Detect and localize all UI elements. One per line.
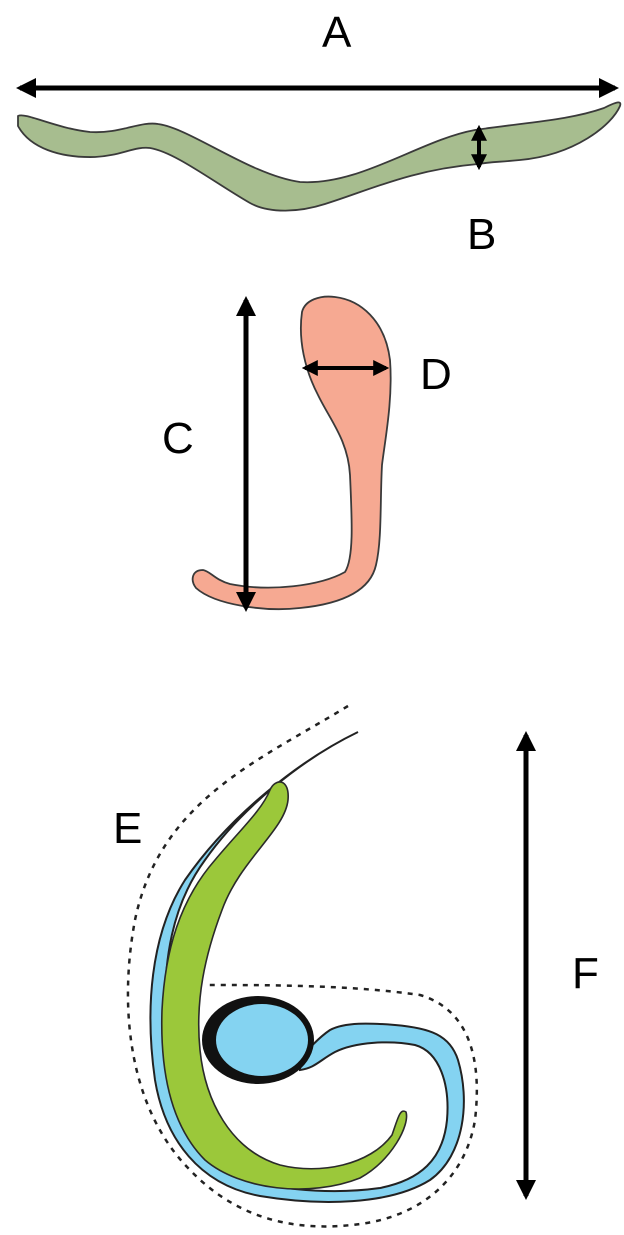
label-b: B — [467, 210, 496, 259]
green-band — [162, 782, 407, 1189]
label-c: C — [162, 414, 194, 463]
label-a: A — [322, 8, 352, 57]
club-cell-shape — [193, 297, 391, 610]
figure-a-b: A B — [18, 8, 620, 259]
label-f: F — [572, 949, 599, 998]
worm-shape — [18, 102, 620, 210]
figure-e-f: E F — [113, 706, 599, 1226]
label-e: E — [113, 804, 142, 853]
label-d: D — [420, 350, 452, 399]
nucleus — [216, 1004, 308, 1076]
figure-c-d: C D — [162, 297, 452, 610]
